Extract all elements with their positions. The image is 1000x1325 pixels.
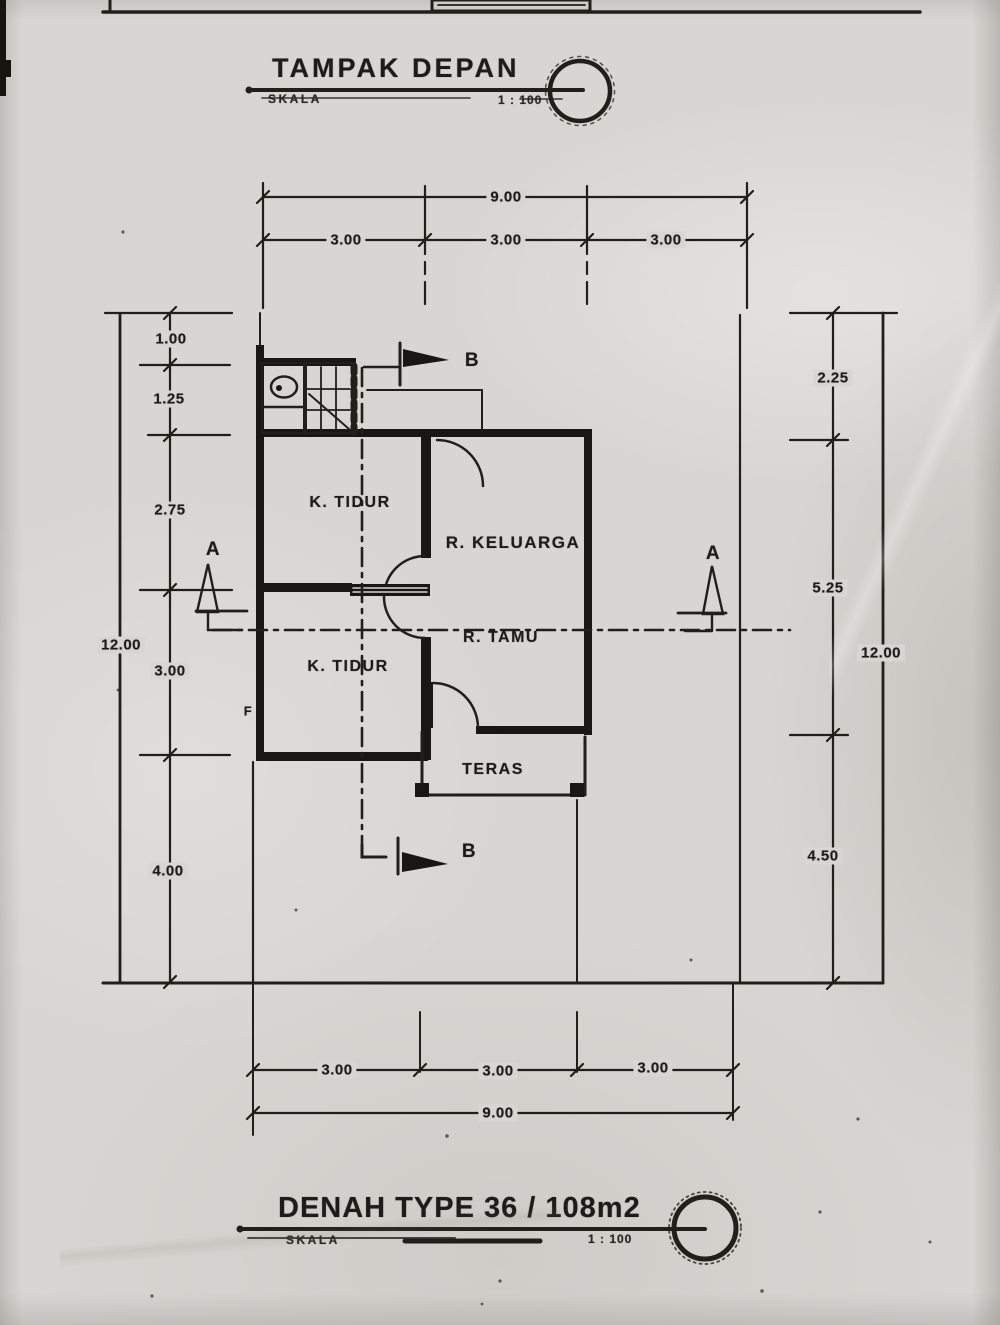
dim-right-seg-2: 5.25 [808,579,848,597]
dim-bottom-seg-2: 3.00 [478,1062,518,1080]
door-arc-family-room [435,438,485,488]
room-label-bedroom-top: K. TIDUR [309,494,391,511]
dim-top-total: 9.00 [486,188,526,206]
door-arcs [382,438,485,730]
room-label-terrace: TERAS [462,761,524,778]
door-leaf [350,584,430,596]
section-marker-a-left [194,563,249,632]
dim-left-total: 12.00 [96,636,146,654]
front-view-scale-value: 1 : 100 [498,93,543,107]
rear-room-outline [366,389,483,430]
ink-specks [116,230,932,1306]
terrace-post [415,783,429,797]
section-marker-a-right [676,565,728,633]
lot-boundary-lines [251,312,742,985]
dim-left-seg-2: 1.25 [149,390,189,408]
section-marker-b-top [362,341,449,387]
floor-plan-scale-value: 1 : 100 [588,1232,633,1246]
room-label-bedroom-bottom: K. TIDUR [307,658,389,675]
front-elevation-remnant [101,0,922,14]
front-view-scale-label: SKALA [268,92,322,106]
dim-left-seg-1: 1.00 [151,330,191,348]
bottom-title-block [236,1191,742,1265]
room-label-family-room: R. KELUARGA [445,533,581,552]
door-arc-hall [382,554,427,640]
dim-top-seg-1: 3.00 [326,231,366,249]
door-arc-terrace [431,681,480,730]
terrace-post [570,783,584,797]
dim-left-seg-5: 4.00 [148,862,188,880]
dim-right-total: 12.00 [856,644,906,662]
basin-icon [269,375,299,399]
dim-right-seg-1: 2.25 [813,369,853,387]
floor-plan-title: DENAH TYPE 36 / 108m2 [278,1192,641,1224]
title-bubble-icon [671,1194,739,1262]
dim-top-seg-3: 3.00 [646,231,686,249]
dim-bottom-total: 9.00 [478,1104,518,1122]
dim-right-seg-3: 4.50 [803,847,843,865]
marker-f: F [243,703,253,719]
section-letter-b-top: B [464,350,480,371]
dim-left-seg-4: 3.00 [150,662,190,680]
dim-left-seg-3: 2.75 [150,501,190,519]
section-letter-b-bottom: B [461,841,477,862]
top-dimension-lines [255,181,755,310]
scan-edge-mark [0,60,11,77]
terrace-outline [415,730,587,797]
section-marker-b-bottom [360,836,448,876]
section-letter-a-right: A [705,543,721,564]
room-label-living-room: R. TAMU [463,629,539,646]
dim-top-seg-2: 3.00 [486,231,526,249]
bathroom [260,361,358,436]
front-view-title: TAMPAK DEPAN [272,53,520,83]
dim-bottom-seg-3: 3.00 [633,1059,673,1077]
floor-plan-scale-label: SKALA [286,1233,340,1247]
title-bubble-icon [547,58,613,124]
scan-edge-left [0,0,6,96]
top-title-block [245,55,616,127]
section-letter-a-left: A [205,539,221,560]
dim-bottom-seg-1: 3.00 [317,1061,357,1079]
